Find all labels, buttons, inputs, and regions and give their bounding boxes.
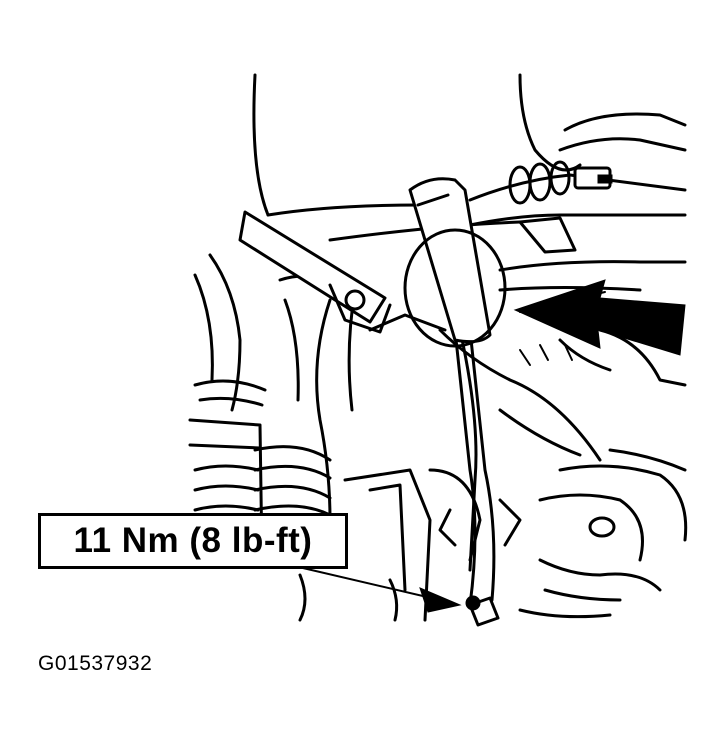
leader-arrow-icon [289, 564, 462, 613]
figure-id-label: G01537932 [38, 652, 153, 675]
torque-spec-label: 11 Nm (8 lb-ft) [73, 521, 313, 560]
torque-spec-callout: 11 Nm (8 lb-ft) [38, 513, 348, 569]
dipstick [403, 177, 522, 627]
engine-bay-background [252, 73, 688, 622]
large-black-arrow-icon [513, 279, 686, 356]
support-bracket [238, 210, 447, 334]
